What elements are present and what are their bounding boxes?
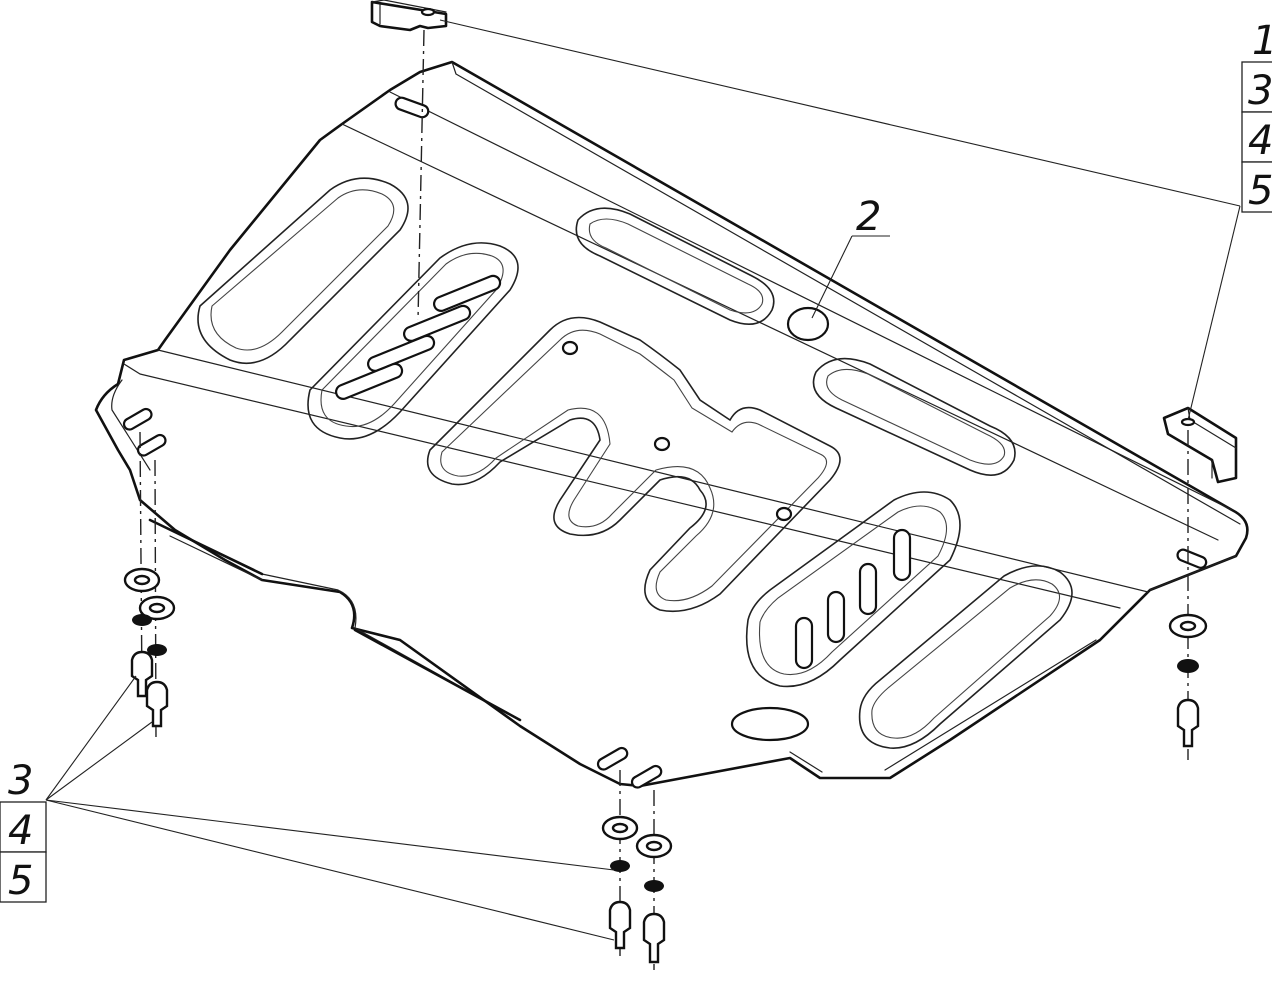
mount-slot-bottom-2: [630, 764, 663, 789]
bolt-bottom-1: [608, 900, 632, 950]
label-right-4: 4: [1248, 118, 1272, 164]
skid-plate: [94, 60, 1249, 789]
label-right-5: 5: [1248, 168, 1272, 214]
leader-lines: [45, 19, 1241, 941]
hardware-right: [1168, 613, 1208, 748]
vent-slots-left: [335, 274, 502, 400]
hardware-left: [123, 567, 176, 728]
emboss-slot-4: [812, 357, 1016, 476]
label-item-1: 1: [1252, 18, 1272, 64]
emboss-channel-center: [426, 316, 841, 613]
emboss-slot-6: [858, 565, 1073, 749]
hole-small-3: [775, 506, 793, 522]
lock-washer-bottom-2: [644, 880, 664, 892]
mount-slot-top: [394, 96, 430, 119]
lock-washer-bottom-1: [610, 860, 630, 872]
lock-washer-left-1: [132, 614, 152, 626]
emboss-slot-3: [575, 207, 775, 326]
bolt-bottom-2: [642, 912, 666, 964]
label-left-5: 5: [8, 858, 33, 904]
mount-slot-right: [1176, 548, 1208, 569]
label-left-3: 3: [8, 758, 33, 804]
bolt-left-2: [145, 680, 169, 728]
lock-washer-right: [1177, 659, 1199, 673]
bolt-right: [1176, 698, 1200, 748]
mount-slot-left-1: [122, 407, 153, 431]
label-item-2: 2: [856, 194, 881, 240]
hole-small-1: [561, 340, 579, 356]
emboss-slot-5: [745, 491, 961, 688]
hole-small-2: [653, 436, 671, 452]
lock-washer-left-2: [147, 644, 167, 656]
emboss-slot-1: [197, 177, 409, 364]
bracket-right: [1162, 406, 1238, 484]
label-stack-left: 3 4 5: [0, 758, 47, 904]
hardware-bottom: [601, 815, 673, 964]
label-stack-right: 1 3 4 5: [1241, 18, 1272, 214]
label-right-3: 3: [1248, 68, 1272, 114]
mount-slot-bottom-1: [596, 746, 629, 771]
hole-bottom-oval: [730, 706, 810, 742]
drain-plug-hole: [786, 306, 830, 342]
vent-slots-right: [794, 528, 912, 670]
mount-slot-left-2: [136, 433, 167, 457]
bolt-left-1: [130, 650, 154, 698]
label-left-4: 4: [8, 808, 33, 854]
bracket-top: [370, 0, 448, 32]
